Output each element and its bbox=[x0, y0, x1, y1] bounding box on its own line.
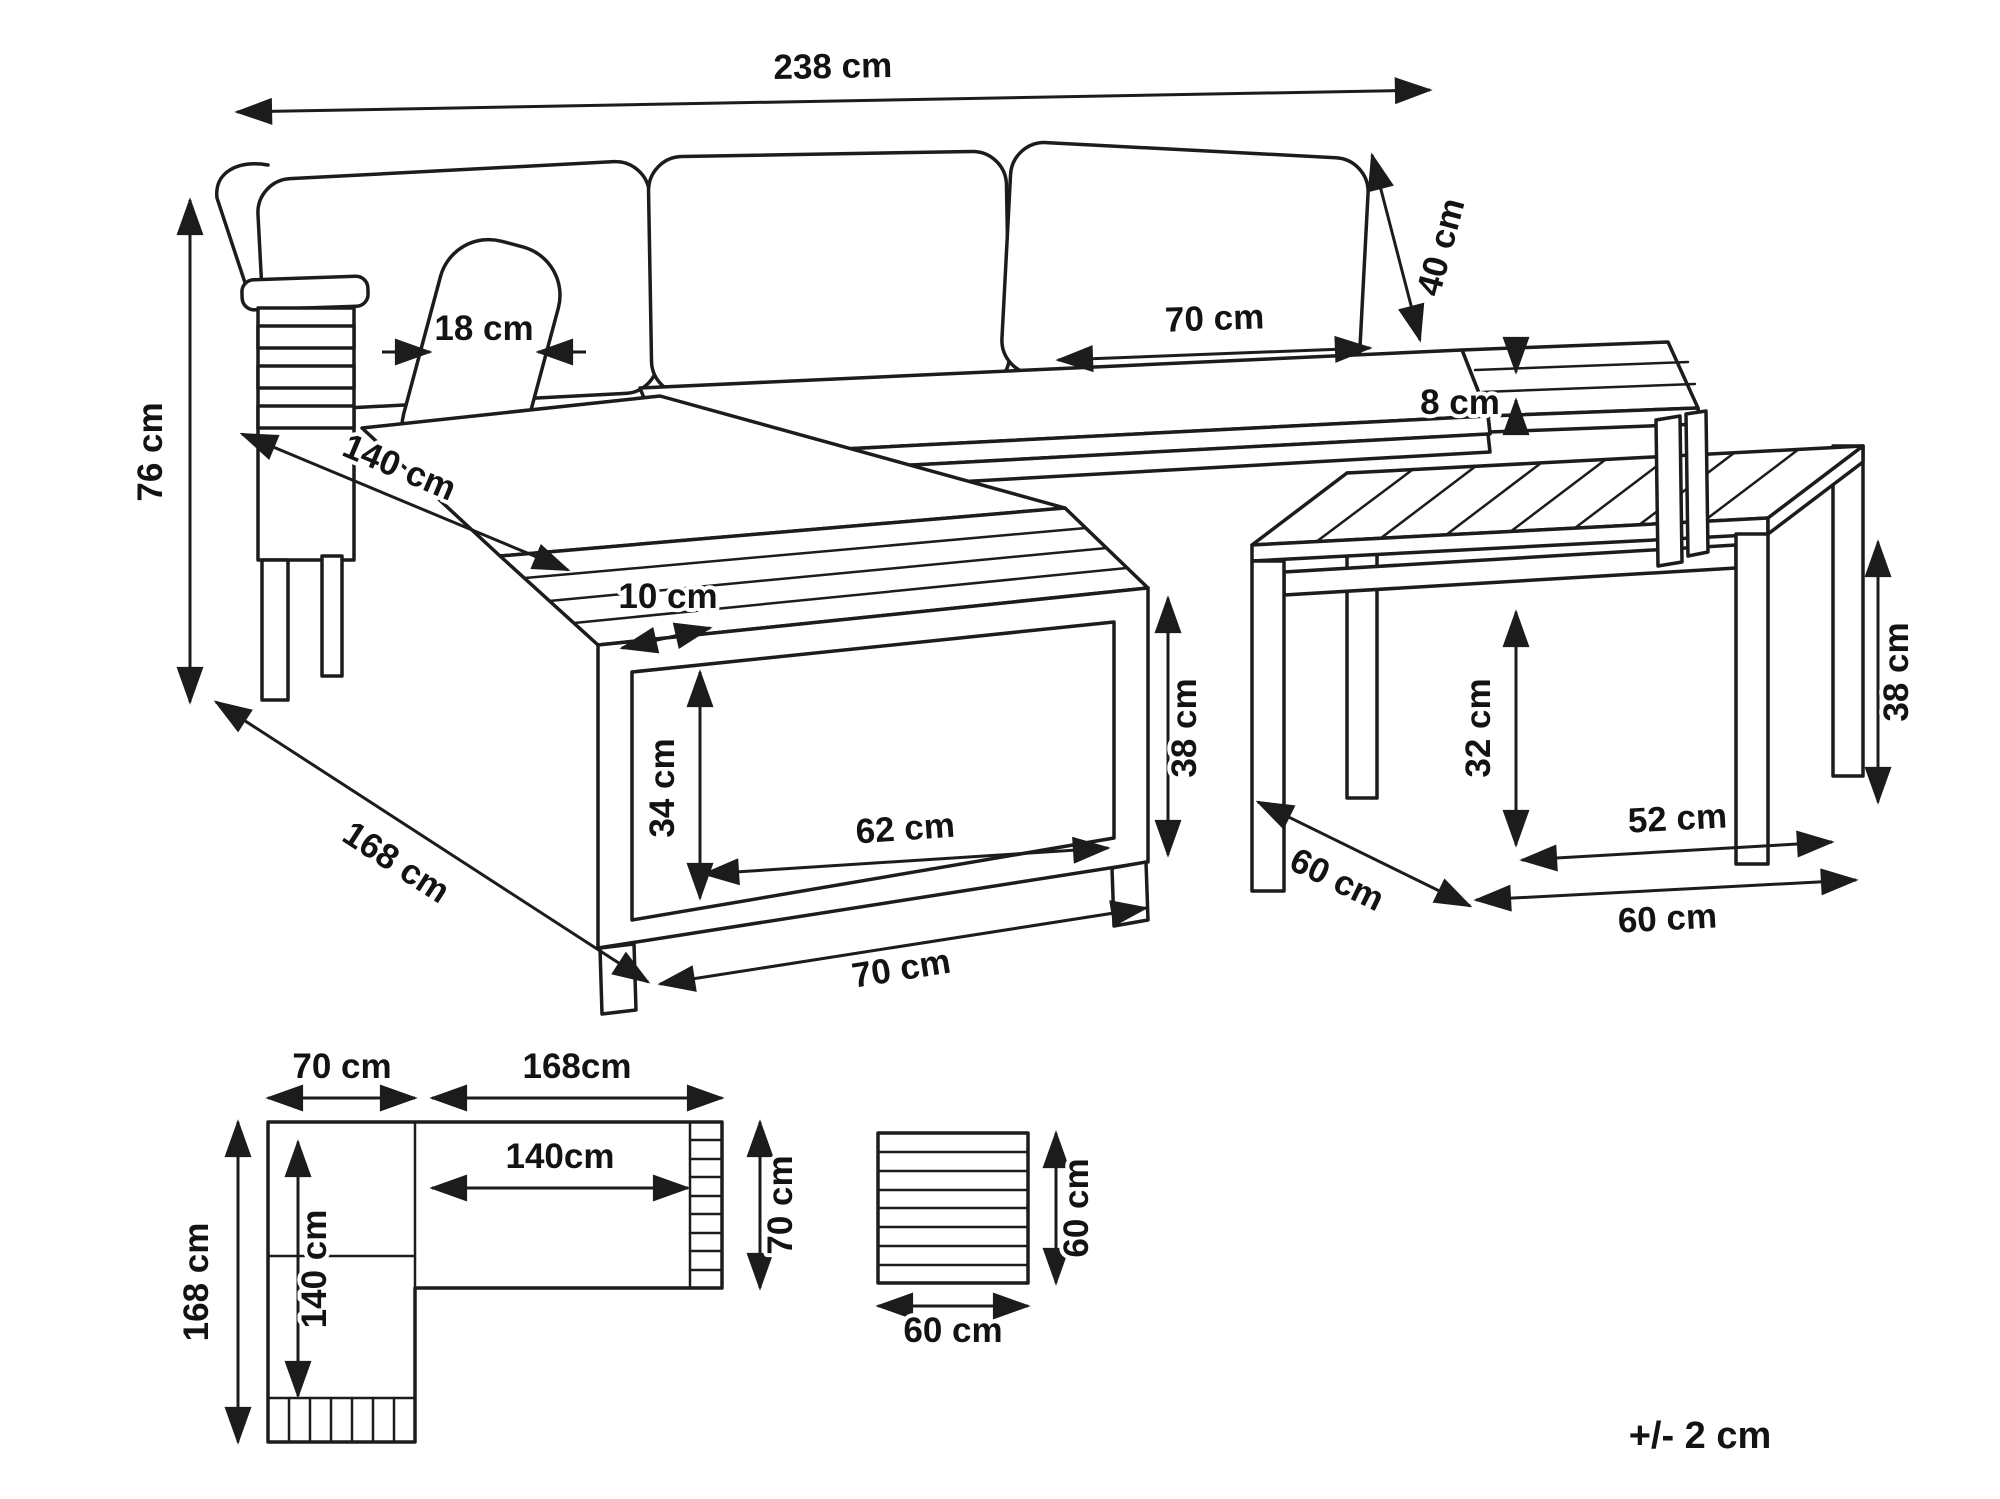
bench-slat-line bbox=[1480, 382, 1697, 394]
table-front-left-leg bbox=[1250, 559, 1286, 893]
dim-label-pillow-width: 18 cm bbox=[434, 309, 533, 348]
armrest-back-leg bbox=[320, 554, 344, 678]
armrest-cap bbox=[240, 274, 370, 312]
armrest bbox=[240, 274, 370, 702]
dim-label-total-height: 76 cm bbox=[131, 402, 170, 501]
dim-label-total-depth: 168 cm bbox=[336, 814, 457, 911]
dim-label-plan-long-depth: 70 cm bbox=[761, 1155, 800, 1254]
table-front-right-leg bbox=[1734, 532, 1770, 866]
sofa-back-corner bbox=[215, 162, 270, 312]
dim-sofa-frame-height: 38 cm bbox=[1154, 595, 1208, 858]
dim-table-height: 38 cm bbox=[1864, 539, 1920, 805]
sofa-plan-outline bbox=[266, 1120, 724, 1444]
dim-plan-table-depth: 60 cm bbox=[1042, 1130, 1100, 1286]
dim-back-cushion-height: 40 cm bbox=[1367, 152, 1477, 343]
dim-slat-width: 10 cm bbox=[614, 573, 722, 654]
dim-plan-left-section-width: 70 cm bbox=[265, 1043, 418, 1112]
dim-sofa-total-width: 238 cm bbox=[234, 42, 1433, 125]
dim-label-panel-inner-height: 34 cm bbox=[643, 738, 682, 837]
dim-table-width: 60 cm bbox=[1473, 868, 1859, 945]
dim-label-plan-left-width: 70 cm bbox=[292, 1047, 391, 1086]
dim-plan-long-cushion-length: 140cm bbox=[429, 1133, 691, 1202]
table-back-right-leg bbox=[1831, 444, 1865, 778]
dim-label-table-inner-width: 52 cm bbox=[1627, 796, 1728, 840]
chaise-right-leg bbox=[1110, 860, 1150, 928]
bench-right-leg bbox=[1654, 414, 1684, 568]
dim-cushion-thickness: 8 cm bbox=[1416, 336, 1530, 436]
dim-label-table-inner-height: 32 cm bbox=[1459, 678, 1498, 777]
dim-label-plan-long-length: 168cm bbox=[523, 1047, 632, 1086]
dim-label-total-width: 238 cm bbox=[773, 46, 892, 87]
dim-label-plan-left-length: 168 cm bbox=[177, 1223, 216, 1342]
dim-label-plan-left-cushion: 140 cm bbox=[295, 1210, 334, 1329]
dim-sofa-total-height: 76 cm bbox=[127, 197, 204, 705]
table-plan-slats bbox=[876, 1150, 1030, 1267]
dim-table-inner-width: 52 cm bbox=[1519, 792, 1835, 872]
dim-panel-inner-width: 62 cm bbox=[701, 802, 1111, 886]
sofa-plan-bottom-slats bbox=[287, 1396, 396, 1444]
table-top-side-edge bbox=[1766, 444, 1865, 536]
dim-label-plan-long-cushion: 140cm bbox=[506, 1137, 615, 1176]
dim-plan-left-cushion-length: 140 cm bbox=[284, 1139, 338, 1399]
dim-label-slat-width: 10 cm bbox=[618, 577, 717, 616]
dim-armrest-pillow-width: 18 cm bbox=[382, 305, 586, 366]
dim-plan-left-section-length: 168 cm bbox=[173, 1119, 252, 1445]
dim-label-plan-table-depth: 60 cm bbox=[1057, 1158, 1096, 1257]
dim-plan-table-width: 60 cm bbox=[875, 1292, 1031, 1354]
sofa-plan-right-slats bbox=[688, 1138, 724, 1272]
dim-label-cushion-width: 70 cm bbox=[1164, 297, 1265, 339]
table-drawing bbox=[1250, 444, 1865, 893]
tolerance-note: +/- 2 cm bbox=[1629, 1415, 1772, 1457]
bench-right-back-leg bbox=[1684, 409, 1710, 558]
dim-label-table-height: 38 cm bbox=[1877, 622, 1916, 721]
dim-back-cushion-width: 70 cm bbox=[1055, 293, 1373, 373]
armrest-slat bbox=[256, 364, 356, 390]
dim-label-table-depth: 60 cm bbox=[1284, 840, 1390, 919]
armrest-front-leg bbox=[260, 558, 290, 702]
dim-table-depth: 60 cm bbox=[1255, 800, 1473, 923]
dim-label-frame-height: 38 cm bbox=[1165, 678, 1204, 777]
dim-label-plan-table-width: 60 cm bbox=[903, 1311, 1002, 1350]
chaise-shelf-slats bbox=[523, 526, 1129, 625]
table-plan-drawing bbox=[876, 1131, 1030, 1285]
armrest-slat bbox=[256, 404, 356, 430]
dim-plan-long-section-length: 168cm bbox=[429, 1043, 725, 1112]
dim-label-table-width: 60 cm bbox=[1617, 896, 1718, 940]
dim-label-cushion-thickness: 8 cm bbox=[1420, 383, 1500, 422]
dim-table-inner-height: 32 cm bbox=[1455, 609, 1530, 848]
dim-sofa-total-depth: 168 cm bbox=[213, 700, 651, 984]
dim-label-chaise-front-width: 70 cm bbox=[849, 942, 953, 996]
dim-label-cushion-height: 40 cm bbox=[1409, 194, 1472, 300]
armrest-slat bbox=[256, 324, 356, 350]
back-cushion-middle bbox=[646, 149, 1012, 397]
dim-label-panel-inner-width: 62 cm bbox=[854, 806, 956, 852]
sofa-plan-drawing bbox=[266, 1120, 724, 1444]
dim-plan-long-section-depth: 70 cm bbox=[746, 1119, 804, 1291]
